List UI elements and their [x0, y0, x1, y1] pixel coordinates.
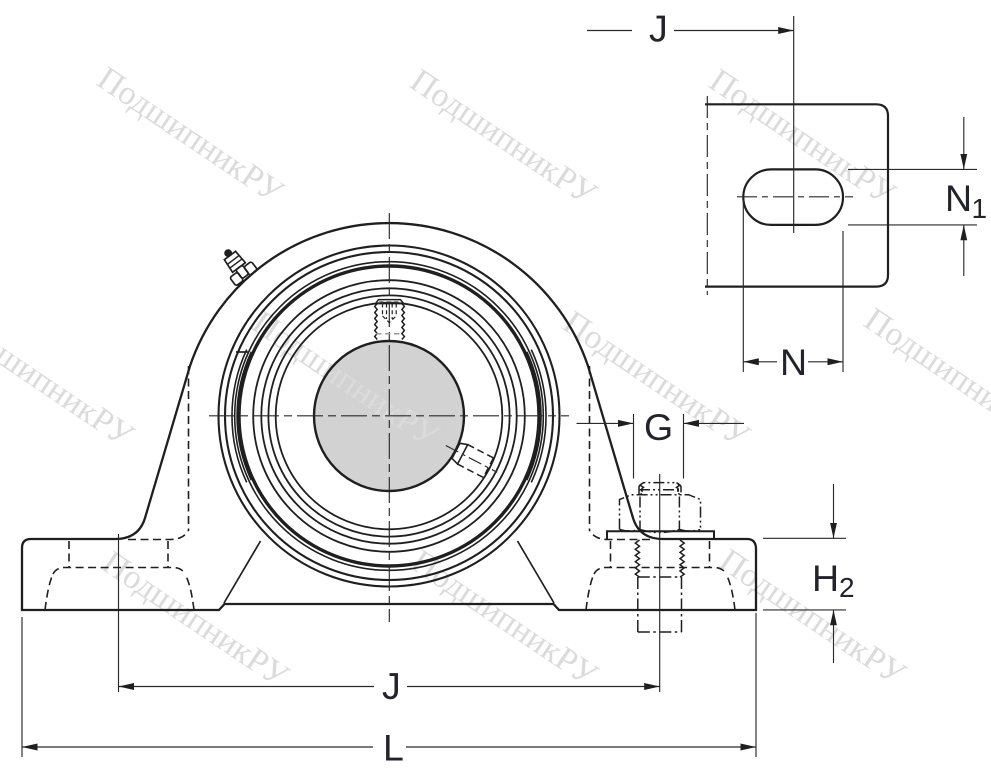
svg-text:ПодшипникРУ: ПодшипникРУ [96, 544, 296, 696]
svg-text:ПодшипникРУ: ПодшипникРУ [703, 62, 903, 214]
svg-text:G: G [644, 406, 673, 448]
svg-text:ПодшипникРУ: ПодшипникРУ [858, 301, 991, 453]
svg-text:ПодшипникРУ: ПодшипникРУ [404, 62, 604, 214]
svg-text:1: 1 [972, 193, 988, 224]
svg-text:H: H [812, 557, 839, 599]
svg-text:2: 2 [839, 572, 855, 603]
svg-text:N: N [780, 341, 807, 383]
svg-text:ПодшипникРУ: ПодшипникРУ [405, 543, 605, 695]
svg-text:N: N [945, 177, 972, 219]
svg-text:ПодшипникРУ: ПодшипникРУ [91, 60, 291, 212]
svg-text:ПодшипникРУ: ПодшипникРУ [0, 303, 141, 455]
svg-text:J: J [382, 665, 401, 707]
svg-text:J: J [649, 8, 668, 50]
svg-text:L: L [383, 727, 404, 769]
